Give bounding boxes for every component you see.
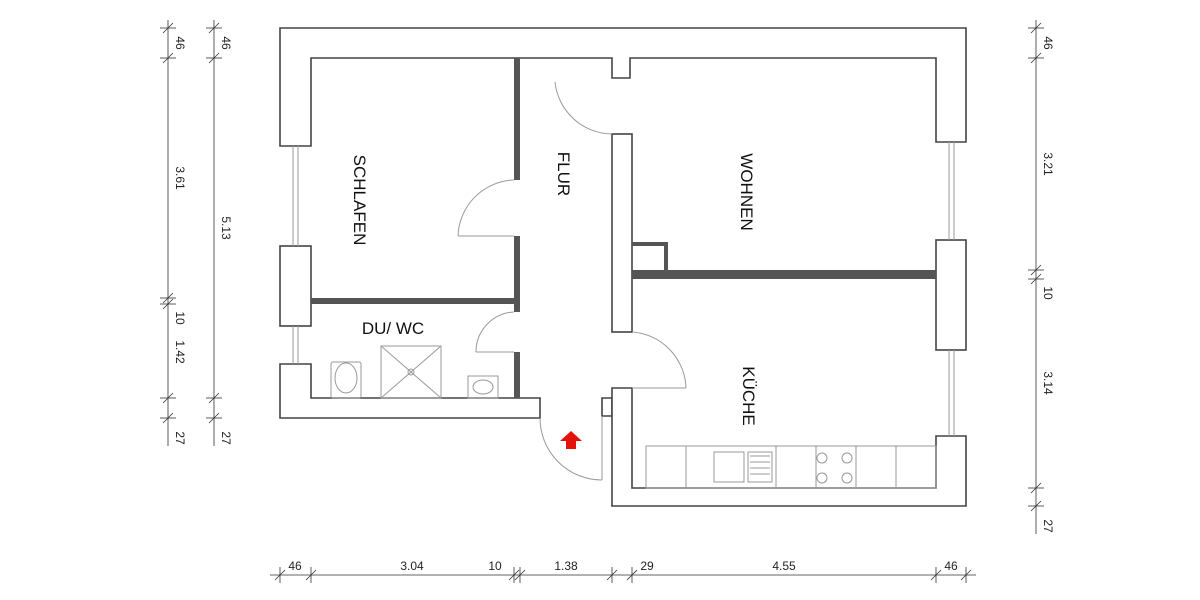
washbasin (467, 375, 499, 399)
dim-left-inner-1: 46 (219, 36, 233, 50)
dimension-lines (160, 20, 1044, 583)
dim-bottom-3: 10 (488, 559, 502, 573)
dim-bottom-7: 46 (944, 559, 958, 573)
room-label-kueche: KÜCHE (739, 366, 758, 426)
dim-left-outer-3: 27 (219, 431, 233, 445)
dim-left-outer-1: 46 (173, 36, 187, 50)
dim-right-2: 3.21 (1041, 152, 1055, 176)
dim-bottom-5: 29 (640, 559, 654, 573)
outer-walls (279, 27, 967, 507)
windows (292, 142, 955, 436)
dim-left-outer-2: 5.13 (219, 216, 233, 240)
shower (380, 345, 442, 399)
room-label-flur: FLUR (554, 152, 573, 196)
dim-right-3: 10 (1041, 286, 1055, 300)
dim-bottom-2: 3.04 (400, 559, 424, 573)
dim-right-1: 46 (1041, 36, 1055, 50)
partitions (311, 58, 936, 398)
room-label-schlafen: SCHLAFEN (350, 155, 369, 246)
dim-bottom-6: 4.55 (772, 559, 796, 573)
dim-left-inner-2: 3.61 (173, 166, 187, 190)
dim-left-inner-5: 27 (173, 431, 187, 445)
room-label-wohnen: WOHNEN (737, 153, 756, 230)
dim-right-4: 3.14 (1041, 371, 1055, 395)
room-label-du-wc: DU/ WC (362, 319, 424, 338)
toilet (330, 361, 362, 399)
arrow-up-icon (560, 431, 582, 449)
doors (457, 81, 687, 481)
dim-right-5: 27 (1041, 519, 1055, 533)
kitchen-counter (645, 445, 937, 489)
dim-left-inner-4: 1.42 (173, 340, 187, 364)
dim-bottom-1: 46 (288, 559, 302, 573)
dim-bottom-4: 1.38 (554, 559, 578, 573)
dim-left-inner-3: 10 (173, 311, 187, 325)
shaft (632, 242, 668, 270)
